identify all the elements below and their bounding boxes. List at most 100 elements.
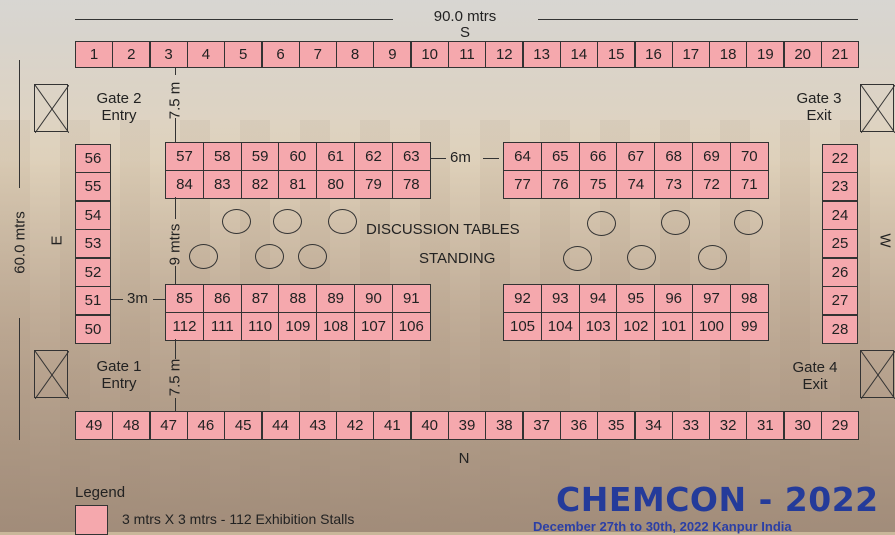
stall-96: 96 (654, 284, 694, 313)
gate-4-name: Gate 4 (792, 359, 838, 376)
stall-26: 26 (822, 258, 858, 287)
discussion-table (563, 246, 592, 271)
stall-25: 25 (822, 229, 858, 258)
discussion-table (298, 244, 327, 269)
discussion-table (255, 244, 284, 269)
discussion-table (328, 209, 357, 234)
stall-69: 69 (692, 142, 731, 171)
gate-2-marker (34, 84, 69, 133)
compass-south: S (459, 24, 470, 41)
stall-53: 53 (75, 229, 111, 258)
stall-71: 71 (729, 170, 769, 199)
gate-4-label: Gate 4 Exit (780, 359, 850, 393)
gate-4-marker (860, 350, 895, 399)
stall-40: 40 (410, 411, 449, 440)
stall-1: 1 (75, 41, 113, 68)
gate-1-type: Entry (101, 375, 137, 392)
stall-89: 89 (316, 284, 356, 313)
stall-110: 110 (240, 312, 280, 341)
background-sky (0, 0, 895, 170)
stall-51: 51 (75, 286, 111, 315)
stall-62: 62 (354, 142, 393, 171)
width-dimension-line-left (75, 19, 393, 20)
gap-mid-line-upper (175, 197, 176, 219)
gate-1-label: Gate 1 Entry (84, 358, 154, 392)
stall-10: 10 (410, 41, 449, 68)
stall-5: 5 (224, 41, 263, 68)
gap-bottom-line-upper (175, 339, 176, 359)
gate-3-name: Gate 3 (796, 90, 842, 107)
stall-108: 108 (316, 312, 356, 341)
stall-60: 60 (278, 142, 318, 171)
stall-49: 49 (75, 411, 113, 440)
gap-top-line-lower (175, 118, 176, 142)
stall-11: 11 (448, 41, 486, 68)
stall-6: 6 (261, 41, 300, 68)
stall-31: 31 (746, 411, 785, 440)
stall-16: 16 (634, 41, 673, 68)
stall-88: 88 (278, 284, 318, 313)
height-dimension-line-top (19, 60, 20, 188)
legend-item-label: 3 mtrs X 3 mtrs - 112 Exhibition Stalls (122, 511, 355, 527)
stall-42: 42 (336, 411, 375, 440)
legend-title: Legend (75, 484, 126, 501)
stall-111: 111 (202, 312, 242, 341)
gap-bottom-line-lower (175, 398, 176, 411)
stall-75: 75 (578, 170, 618, 199)
stall-79: 79 (354, 170, 393, 199)
compass-east: E (48, 235, 66, 246)
stall-64: 64 (503, 142, 542, 171)
stall-24: 24 (822, 201, 858, 230)
stall-7: 7 (298, 41, 337, 68)
stall-43: 43 (298, 411, 337, 440)
stall-23: 23 (822, 172, 858, 201)
stall-76: 76 (540, 170, 580, 199)
stall-50: 50 (75, 315, 111, 344)
stall-63: 63 (391, 142, 431, 171)
stall-73: 73 (654, 170, 694, 199)
discussion-area-label: DISCUSSION TABLES (366, 221, 520, 238)
stall-22: 22 (822, 144, 858, 173)
stall-38: 38 (485, 411, 524, 440)
stall-35: 35 (597, 411, 636, 440)
stall-28: 28 (822, 315, 858, 344)
legend-swatch (75, 505, 108, 535)
stall-36: 36 (559, 411, 598, 440)
stall-19: 19 (746, 41, 785, 68)
stall-44: 44 (261, 411, 300, 440)
stall-27: 27 (822, 286, 858, 315)
discussion-table (698, 245, 727, 270)
stall-37: 37 (522, 411, 561, 440)
stall-52: 52 (75, 258, 111, 287)
stall-12: 12 (485, 41, 524, 68)
stall-18: 18 (709, 41, 748, 68)
event-subtitle: December 27th to 30th, 2022 Kanpur India (533, 519, 792, 534)
stall-46: 46 (186, 411, 225, 440)
gap-bottom-label: 7.5 m (166, 358, 184, 397)
gap-top-line-upper (175, 67, 176, 75)
stall-87: 87 (240, 284, 280, 313)
discussion-table (627, 245, 656, 270)
stall-106: 106 (391, 312, 431, 341)
stall-2: 2 (112, 41, 151, 68)
stall-58: 58 (202, 142, 242, 171)
stall-98: 98 (729, 284, 769, 313)
gate-2-label: Gate 2 Entry (84, 90, 154, 124)
stall-109: 109 (278, 312, 318, 341)
stall-59: 59 (240, 142, 280, 171)
stall-70: 70 (729, 142, 769, 171)
gate-3-type: Exit (806, 107, 832, 124)
stall-15: 15 (597, 41, 636, 68)
stall-95: 95 (616, 284, 656, 313)
discussion-table (734, 210, 763, 235)
discussion-table (222, 209, 251, 234)
stall-72: 72 (692, 170, 731, 199)
gap-left-line-left (111, 299, 123, 300)
stall-29: 29 (821, 411, 859, 440)
stall-99: 99 (729, 312, 769, 341)
gate-1-marker (34, 350, 69, 399)
stall-13: 13 (522, 41, 561, 68)
stall-93: 93 (540, 284, 580, 313)
gap-mid-line-lower (175, 266, 176, 284)
